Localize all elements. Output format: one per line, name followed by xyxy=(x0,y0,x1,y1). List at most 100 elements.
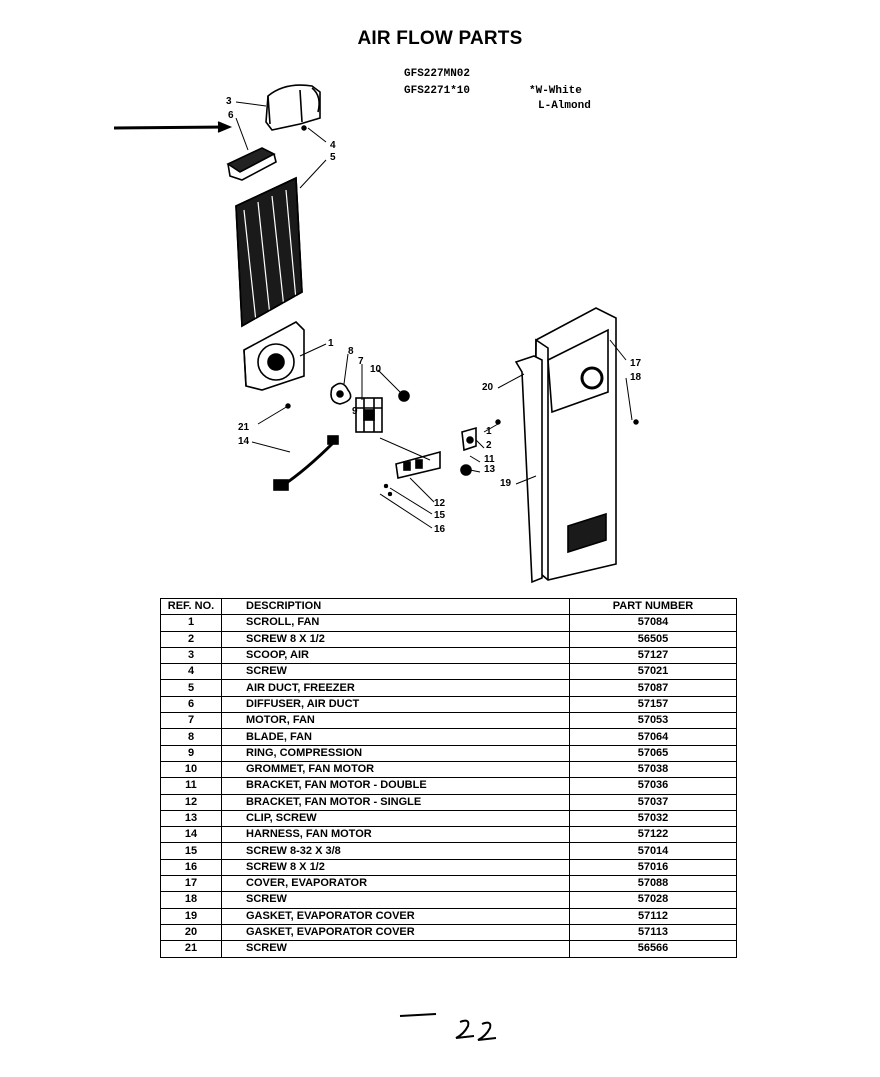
cell-ref-no: 2 xyxy=(160,630,222,648)
callout-13: 13 xyxy=(484,464,496,475)
scoop-air-part xyxy=(265,84,321,131)
callout-4: 4 xyxy=(330,140,336,151)
model-number: GFS2271*10 xyxy=(404,85,471,97)
fan-motor-part xyxy=(355,397,383,433)
cell-ref-no: 14 xyxy=(160,826,222,844)
cell-part-number: 57021 xyxy=(569,663,737,681)
callout-1: 1 xyxy=(328,338,334,349)
cell-ref-no: 4 xyxy=(160,663,222,681)
callout-5: 5 xyxy=(330,152,336,163)
color-legend: *W-White L-Almond xyxy=(529,84,591,114)
cell-description: MOTOR, FAN xyxy=(221,712,570,730)
page-title: AIR FLOW PARTS xyxy=(357,28,523,49)
model-number: GFS227MN02 xyxy=(404,68,471,80)
air-duct-part xyxy=(235,176,303,328)
callout-17: 17 xyxy=(630,358,642,369)
callout-20: 20 xyxy=(482,382,494,393)
header-ref-no: REF. NO. xyxy=(160,597,222,616)
cell-part-number: 57112 xyxy=(569,907,737,925)
cell-part-number: 57065 xyxy=(569,744,737,762)
gasket-part xyxy=(514,355,543,584)
airflow-arrow xyxy=(113,125,229,130)
cell-ref-no: 11 xyxy=(160,777,222,795)
cell-part-number: 57016 xyxy=(569,858,737,877)
cell-part-number: 57064 xyxy=(569,728,737,746)
exploded-parts-diagram: 3 6 4 5 1 8 7 10 21 14 9 20 17 18 1 2 11… xyxy=(113,84,642,584)
cell-description: RING, COMPRESSION xyxy=(221,744,570,762)
cell-ref-no: 17 xyxy=(160,875,222,893)
cell-description: SCREW xyxy=(221,891,570,909)
cell-description: SCREW 8 X 1/2 xyxy=(221,858,570,877)
cell-ref-no: 19 xyxy=(160,907,222,925)
cell-description: COVER, EVAPORATOR xyxy=(221,875,570,893)
cell-part-number: 57084 xyxy=(569,614,737,632)
screws xyxy=(285,125,639,497)
cell-ref-no: 20 xyxy=(160,923,222,942)
cell-description: SCREW xyxy=(221,940,570,958)
cell-part-number: 57157 xyxy=(569,695,737,714)
cell-ref-no: 3 xyxy=(160,646,222,665)
callout-7: 7 xyxy=(358,356,364,367)
cell-description: SCREW 8-32 X 3/8 xyxy=(221,842,570,860)
harness-part xyxy=(273,435,339,491)
cell-description: BLADE, FAN xyxy=(221,728,570,746)
bracket-part xyxy=(395,426,477,479)
callout-18: 18 xyxy=(630,372,642,383)
header-description: DESCRIPTION xyxy=(221,597,570,616)
cell-part-number: 57053 xyxy=(569,712,737,730)
callout-19: 19 xyxy=(500,478,512,489)
cell-ref-no: 10 xyxy=(160,760,222,779)
cell-description: DIFFUSER, AIR DUCT xyxy=(221,695,570,714)
cell-ref-no: 16 xyxy=(160,858,222,877)
cell-part-number: 57038 xyxy=(569,760,737,779)
cell-ref-no: 5 xyxy=(160,679,222,697)
callout-15: 15 xyxy=(434,510,446,521)
cell-description: SCOOP, AIR xyxy=(221,646,570,665)
callout-12: 12 xyxy=(434,498,446,509)
cell-ref-no: 9 xyxy=(160,744,222,762)
callout-11: 11 xyxy=(484,454,495,465)
airflow-arrow-head xyxy=(217,121,233,133)
cell-ref-no: 12 xyxy=(160,793,222,811)
callout-9: 9 xyxy=(352,406,358,417)
callout-6: 6 xyxy=(228,110,234,121)
cell-ref-no: 7 xyxy=(160,712,222,730)
cell-ref-no: 8 xyxy=(160,728,222,746)
cell-ref-no: 1 xyxy=(160,614,222,632)
cell-part-number: 57032 xyxy=(569,809,737,828)
cell-description: GASKET, EVAPORATOR COVER xyxy=(221,907,570,925)
cell-description: BRACKET, FAN MOTOR - SINGLE xyxy=(221,793,570,811)
cell-part-number: 57028 xyxy=(569,891,737,909)
cell-ref-no: 13 xyxy=(160,809,222,828)
legend-almond: L-Almond xyxy=(538,100,591,112)
callout-3: 3 xyxy=(226,96,232,107)
cell-part-number: 57014 xyxy=(569,842,737,860)
diffuser-part xyxy=(226,147,277,181)
fan-blade-part xyxy=(330,382,352,405)
legend-white: *W-White xyxy=(529,85,582,97)
cell-part-number: 57127 xyxy=(569,646,737,665)
cell-description: AIR DUCT, FREEZER xyxy=(221,679,570,697)
cell-description: HARNESS, FAN MOTOR xyxy=(221,826,570,844)
cell-description: GASKET, EVAPORATOR COVER xyxy=(221,923,570,942)
